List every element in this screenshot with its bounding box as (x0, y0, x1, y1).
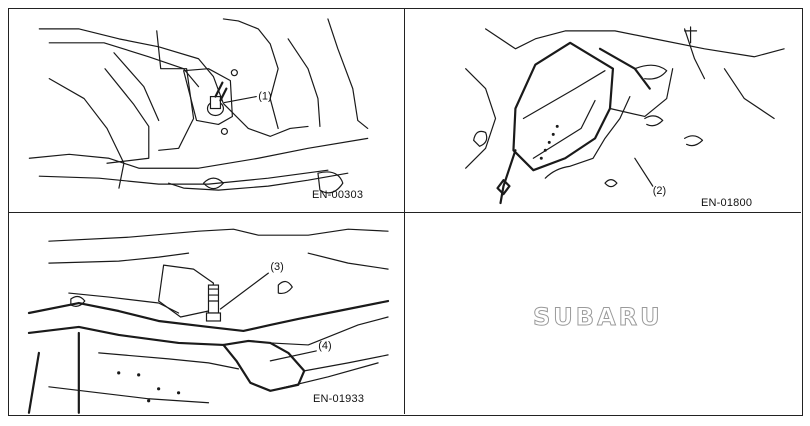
catalytic-converter-illustration: (2) (465, 26, 785, 205)
callout-1: (1) (258, 91, 271, 103)
figure-code-2: EN-01800 (701, 197, 753, 209)
figure-code-3: EN-01933 (313, 393, 365, 405)
engine-bay-sensor-illustration: (1) (28, 18, 369, 194)
figure-code-1: EN-00303 (312, 189, 364, 201)
logo-panel: SUBARU (405, 213, 801, 414)
illustration-panel-3: (3) (4) EN-01933 (9, 213, 405, 414)
subaru-logo: SUBARU (533, 303, 663, 332)
illustration-panel-2: (2) EN-01800 (405, 9, 801, 213)
illustration-panel-1: (1) EN-00303 (9, 9, 405, 213)
callout-3: (3) (270, 261, 283, 273)
callout-4: (4) (318, 340, 331, 352)
callout-2: (2) (653, 185, 666, 197)
figure-sheet: (1) EN-00303 (8, 8, 803, 416)
exhaust-pipe-sensor-illustration: (3) (4) (27, 228, 390, 414)
